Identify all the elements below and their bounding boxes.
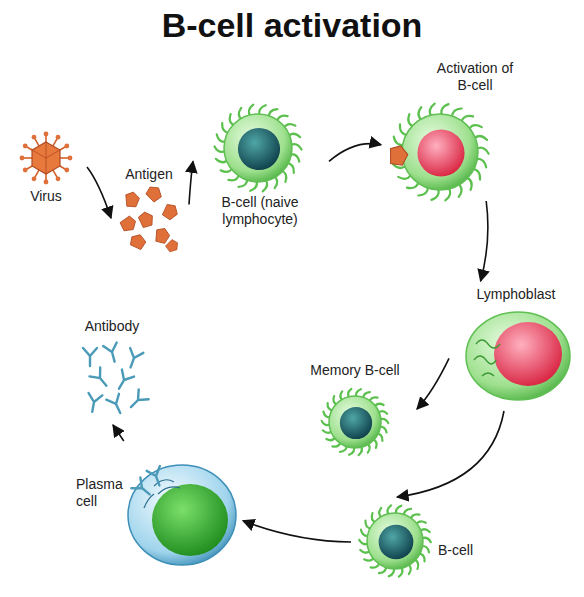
flow-arrow <box>481 201 488 281</box>
cell-node: Antibody <box>72 316 154 422</box>
cell-illustration <box>74 444 240 572</box>
cell-label: Plasma cell <box>76 476 130 510</box>
cell-node: Lymphoblast <box>452 284 582 408</box>
cell-node: Memory B-cell <box>298 360 414 458</box>
cell-label: Lymphoblast <box>452 286 580 303</box>
cell-label: Memory B-cell <box>298 362 412 379</box>
cell-illustration <box>384 58 526 198</box>
cell-node: B-cell <box>354 500 508 584</box>
cell-label: B-cell <box>438 542 504 559</box>
flow-arrow <box>87 167 111 218</box>
cell-label: Antigen <box>114 166 184 183</box>
flow-arrow <box>329 144 381 162</box>
cell-label: B-cell (naive lymphocyte) <box>196 194 324 228</box>
cell-label: Activation of B-cell <box>428 60 522 94</box>
cell-node: B-cell (naive lymphocyte) <box>196 102 326 234</box>
flow-arrow <box>397 411 504 497</box>
cell-node: Activation of B-cell <box>384 58 526 198</box>
flow-arrow <box>113 425 124 441</box>
diagram-title: B-cell activation <box>0 6 584 45</box>
flow-arrow <box>243 521 351 542</box>
cell-illustration <box>354 500 508 584</box>
cell-node: Antigen <box>114 164 186 254</box>
cell-label: Virus <box>10 188 82 205</box>
cell-node: Virus <box>10 126 84 208</box>
flow-arrow <box>417 358 449 409</box>
flow-arrow <box>189 161 193 204</box>
cell-label: Antibody <box>72 318 152 335</box>
cell-illustration <box>452 284 580 408</box>
cell-node: Plasma cell <box>74 444 240 572</box>
